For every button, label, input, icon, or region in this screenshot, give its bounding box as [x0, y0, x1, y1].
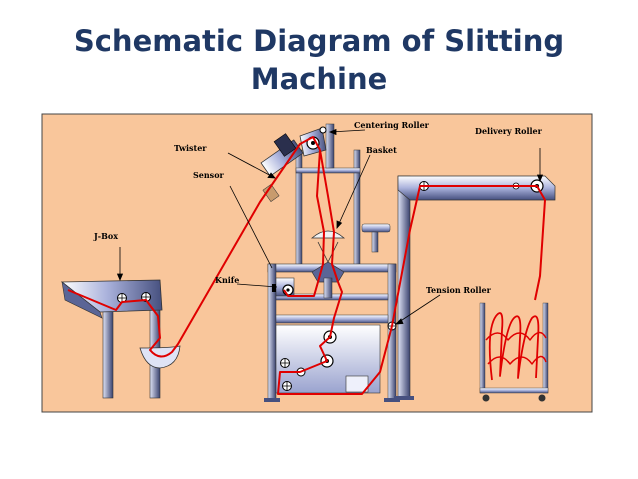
- fabric-path: [67, 136, 547, 395]
- knife-unit: [272, 277, 295, 297]
- label-delivery-roller: Delivery Roller: [475, 126, 543, 136]
- label-sensor: Sensor: [193, 170, 225, 180]
- delivery-gantry: [394, 175, 556, 400]
- label-knife: Knife: [215, 275, 239, 285]
- title-line-2: Machine: [250, 62, 388, 96]
- label-basket: Basket: [366, 145, 397, 155]
- label-twister: Twister: [174, 143, 207, 153]
- basket: [310, 230, 346, 263]
- title-line-1: Schematic Diagram of Slitting: [73, 24, 565, 58]
- delivery-trolley: [479, 302, 549, 402]
- leader-lines: [116, 128, 544, 325]
- label-tension-roller: Tension Roller: [426, 285, 492, 295]
- label-centering-roller: Centering Roller: [354, 120, 430, 130]
- page-title: Schematic Diagram of Slitting Machine: [60, 22, 578, 98]
- label-j-box: J-Box: [93, 231, 118, 241]
